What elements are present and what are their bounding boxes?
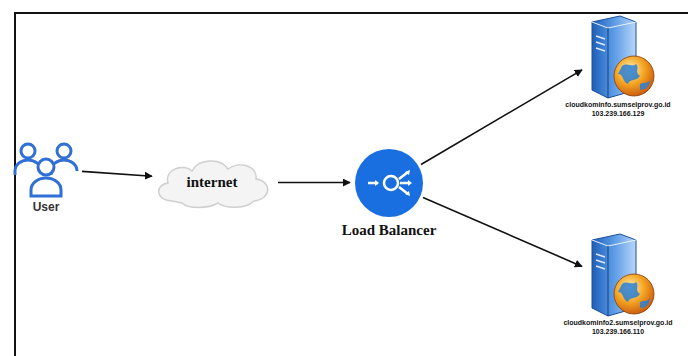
network-node: User: [12, 140, 80, 214]
arrow-connector: [278, 182, 350, 184]
node-label: Load Balancer: [342, 222, 437, 239]
cloud-shape: internet: [150, 153, 274, 211]
arrow-connector: [423, 198, 582, 267]
server-label: 103.239.166.129: [592, 109, 645, 118]
diagram-frame: [14, 12, 688, 356]
load-balancer-icon: [354, 148, 424, 218]
network-node: cloudkominfo2.sumselprov.go.id103.239.16…: [563, 232, 672, 336]
arrow-connector: [82, 171, 152, 176]
network-node: internet: [150, 153, 274, 211]
user-icon: [12, 140, 80, 198]
node-label: User: [33, 200, 60, 214]
server-icon: [580, 14, 656, 100]
network-node: cloudkominfo.sumselprov.go.id103.239.166…: [565, 14, 670, 118]
server-label: cloudkominfo2.sumselprov.go.id: [563, 318, 672, 327]
arrow-connector: [421, 70, 582, 165]
server-label: cloudkominfo.sumselprov.go.id: [565, 100, 670, 109]
server-label: 103.239.166.110: [592, 327, 644, 336]
node-label: internet: [187, 174, 238, 191]
network-node: Load Balancer: [342, 148, 437, 239]
server-icon: [580, 232, 656, 318]
